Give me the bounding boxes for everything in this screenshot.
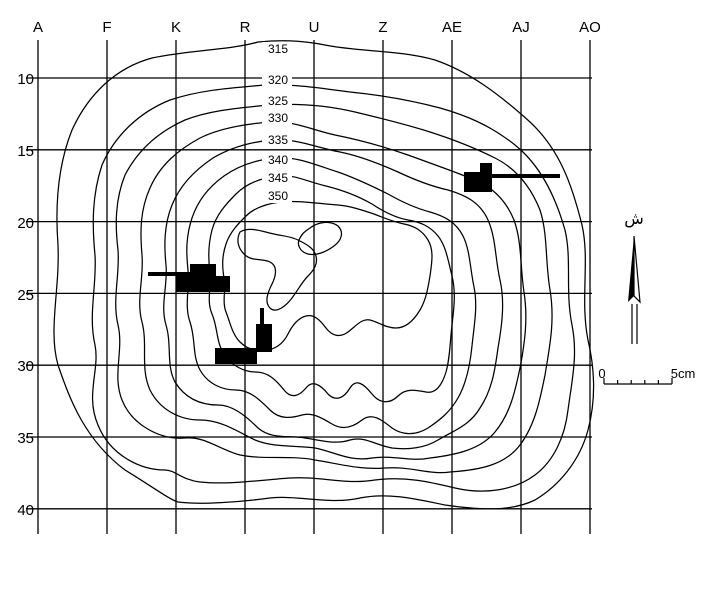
contour-label-330: 330 xyxy=(268,111,288,125)
feature-east-block-top xyxy=(480,163,492,173)
column-label-k: K xyxy=(171,19,181,36)
contour-320 xyxy=(91,84,576,492)
contour-inner-knoll xyxy=(297,221,343,256)
column-label-ao: AO xyxy=(579,19,601,36)
feature-central-block-upper xyxy=(256,324,272,352)
contour-elevation-labels: 315 320 325 330 335 340 345 350 xyxy=(262,42,292,203)
contour-label-340: 340 xyxy=(268,153,288,167)
column-label-ae: AE xyxy=(442,19,462,36)
row-label-20: 20 xyxy=(17,215,34,232)
north-arrow-label: ش xyxy=(624,209,644,228)
column-labels: A F K R U Z AE AJ AO xyxy=(33,19,601,36)
row-label-15: 15 xyxy=(17,143,34,160)
column-label-u: U xyxy=(309,19,320,36)
row-labels: 10 15 20 25 30 35 40 xyxy=(17,71,34,519)
contour-label-350: 350 xyxy=(268,189,288,203)
contour-325 xyxy=(115,103,553,474)
scale-bar-end-label: 5cm xyxy=(671,366,696,381)
feature-east-wall-bar xyxy=(492,174,560,178)
north-arrow-outline-icon xyxy=(633,235,641,304)
contour-label-335: 335 xyxy=(268,133,288,147)
grid-lines xyxy=(26,40,592,534)
row-label-35: 35 xyxy=(17,430,34,447)
feature-central-post xyxy=(260,308,264,330)
feature-central-block-lower xyxy=(215,348,257,364)
north-arrow-icon xyxy=(628,236,634,302)
contour-label-315: 315 xyxy=(268,42,288,56)
contour-label-320: 320 xyxy=(268,73,288,87)
row-label-10: 10 xyxy=(17,71,34,88)
column-label-r: R xyxy=(240,19,251,36)
contour-label-325: 325 xyxy=(268,94,288,108)
row-label-30: 30 xyxy=(17,358,34,375)
contour-350 xyxy=(222,200,433,352)
scale-bar: 0 5cm xyxy=(598,366,696,385)
contour-315 xyxy=(53,40,595,510)
column-label-a: A xyxy=(33,19,43,36)
north-arrow: ش xyxy=(624,209,644,344)
feature-east-block xyxy=(464,172,492,192)
column-label-aj: AJ xyxy=(512,19,530,36)
feature-west-wall-bar xyxy=(148,272,190,276)
row-label-25: 25 xyxy=(17,287,34,304)
contour-lines xyxy=(53,40,595,510)
contour-label-345: 345 xyxy=(268,171,288,185)
feature-west-block-top xyxy=(190,264,216,276)
excavated-features xyxy=(148,163,560,364)
row-label-40: 40 xyxy=(17,502,34,519)
scale-bar-start-label: 0 xyxy=(598,366,605,381)
contour-335 xyxy=(163,139,504,450)
column-label-f: F xyxy=(102,19,111,36)
column-label-z: Z xyxy=(378,19,387,36)
feature-west-block-main xyxy=(176,276,230,292)
contour-summit xyxy=(237,228,318,311)
